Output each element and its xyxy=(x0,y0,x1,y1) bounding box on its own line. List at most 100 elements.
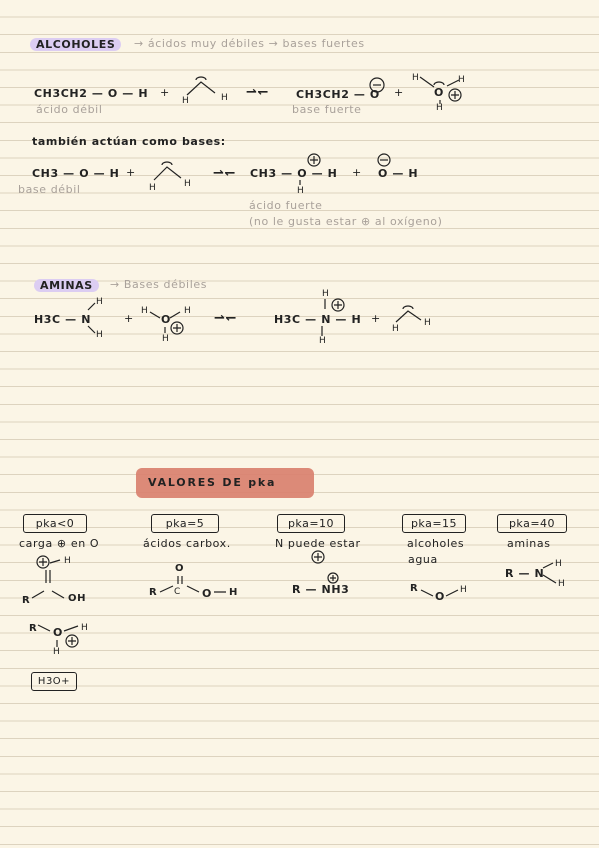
pka-box-lt0: pka<0 xyxy=(23,514,87,533)
water-h-left: H xyxy=(392,324,400,334)
hydroxide-formula: O — H xyxy=(378,167,419,180)
col4-o: O xyxy=(435,590,445,603)
water-h-right: H xyxy=(221,93,229,103)
col5-h2: H xyxy=(558,579,566,589)
pka-desc-40: aminas xyxy=(507,537,551,550)
positive-charge-icon xyxy=(65,634,79,648)
positive-charge-icon xyxy=(331,298,345,312)
pka-desc-5: ácidos carbox. xyxy=(143,537,231,550)
positive-charge-icon xyxy=(327,572,339,584)
col1-h: H xyxy=(64,556,72,566)
label-base-fuerte: base fuerte xyxy=(292,103,362,116)
col1-r2: R xyxy=(29,623,38,634)
hydronium-h: H xyxy=(436,103,444,113)
bond-lines xyxy=(420,589,459,597)
amine-h-bottom: H xyxy=(96,330,104,340)
methylammonium-formula: H3C — N — H xyxy=(274,313,362,326)
label-base-debil: base débil xyxy=(18,183,81,196)
lone-pair-arc xyxy=(195,76,207,81)
col2-r: R xyxy=(149,587,158,598)
col4-r: R xyxy=(410,583,419,594)
plus-sign: + xyxy=(371,312,381,325)
pka-desc-15: alcoholes xyxy=(407,537,465,550)
plus-sign: + xyxy=(124,312,134,325)
ethanol-formula: CH3CH2 — O — H xyxy=(34,87,149,100)
col1-r: R xyxy=(22,595,31,606)
pka-box-5: pka=5 xyxy=(151,514,219,533)
alcoholes-title: ALCOHOLES xyxy=(30,38,122,51)
positive-charge-icon xyxy=(311,550,325,564)
lone-pair-arc xyxy=(433,81,445,86)
label-acido-debil: ácido débil xyxy=(36,103,103,116)
svg-text:H: H xyxy=(184,306,191,316)
amine-h-top: H xyxy=(96,297,104,307)
label-no-le-gusta: (no le gusta estar ⊕ al oxígeno) xyxy=(249,215,443,228)
bond-lines xyxy=(159,576,226,593)
bond-lines xyxy=(542,562,557,584)
bond-lines xyxy=(419,76,460,104)
pka-title-highlight xyxy=(136,468,314,498)
col4-h: H xyxy=(460,585,468,595)
equilibrium-arrows: ⇀↽ xyxy=(214,311,237,326)
water-h-left: H xyxy=(182,96,190,106)
bond-lines xyxy=(321,299,326,336)
negative-charge-icon xyxy=(377,153,391,167)
equilibrium-arrows: ⇀↽ xyxy=(246,85,269,100)
methanol-formula: CH3 — O — H xyxy=(32,167,120,180)
bond-lines xyxy=(149,311,181,333)
aminas-title: AMINAS xyxy=(34,279,99,292)
plus-sign: + xyxy=(160,86,170,99)
bond-lines xyxy=(37,624,79,647)
lone-pair-arc xyxy=(161,161,173,166)
hydronium-o: O xyxy=(161,313,171,326)
alcoholes-subtitle: → ácidos muy débiles → bases fuertes xyxy=(134,37,365,50)
hydronium-o: O xyxy=(434,86,444,99)
svg-text:H: H xyxy=(412,73,419,83)
water-h-right: H xyxy=(424,318,432,328)
bond-lines xyxy=(31,559,65,599)
col5-h1: H xyxy=(555,559,563,569)
col1-oh: OH xyxy=(68,593,87,604)
positive-charge-icon xyxy=(448,88,462,102)
pka-box-40: pka=40 xyxy=(497,514,567,533)
col5-formula: R — N xyxy=(505,567,545,580)
pka-title: VALORES DE pka xyxy=(148,476,277,489)
lone-pair-arc xyxy=(402,305,414,310)
ammonium-h-bottom: H xyxy=(319,336,327,346)
svg-text:H: H xyxy=(458,75,465,85)
protonated-methanol: CH3 — O — H xyxy=(250,167,338,180)
bond-lines xyxy=(87,302,96,334)
plus-sign: + xyxy=(352,166,362,179)
bond-lines xyxy=(186,81,216,96)
positive-charge-icon xyxy=(307,153,321,167)
pka-desc-10: N puede estar xyxy=(275,537,361,550)
label-acido-fuerte: ácido fuerte xyxy=(249,199,323,212)
ethoxide-formula: CH3CH2 — O xyxy=(296,88,380,101)
also-bases-heading: también actúan como bases: xyxy=(32,135,226,148)
bond-lines xyxy=(153,166,182,181)
positive-charge-icon xyxy=(36,555,50,569)
water-h-right: H xyxy=(184,179,192,189)
hydronium-h: H xyxy=(162,334,170,344)
water-h-left: H xyxy=(149,183,157,193)
col3-formula: R — NH3 xyxy=(292,583,350,596)
methylamine-formula: H3C — N xyxy=(34,313,91,326)
pka-box-10: pka=10 xyxy=(277,514,345,533)
col2-dbl-o: O xyxy=(175,563,185,574)
pka-desc-15b: agua xyxy=(408,553,438,566)
positive-charge-icon xyxy=(170,321,184,335)
aminas-subtitle: → Bases débiles xyxy=(110,278,208,291)
protonated-h: H xyxy=(297,186,305,196)
col1-h2: H xyxy=(81,623,89,633)
bond-lines xyxy=(395,310,422,323)
ammonium-h-top: H xyxy=(322,289,330,299)
col1-o: O xyxy=(53,626,63,639)
pka-box-15: pka=15 xyxy=(402,514,466,533)
svg-text:C: C xyxy=(174,587,180,597)
svg-text:H: H xyxy=(141,306,148,316)
equilibrium-arrows: ⇀↽ xyxy=(213,166,236,181)
col1-h3: H xyxy=(53,647,61,657)
plus-sign: + xyxy=(126,166,136,179)
